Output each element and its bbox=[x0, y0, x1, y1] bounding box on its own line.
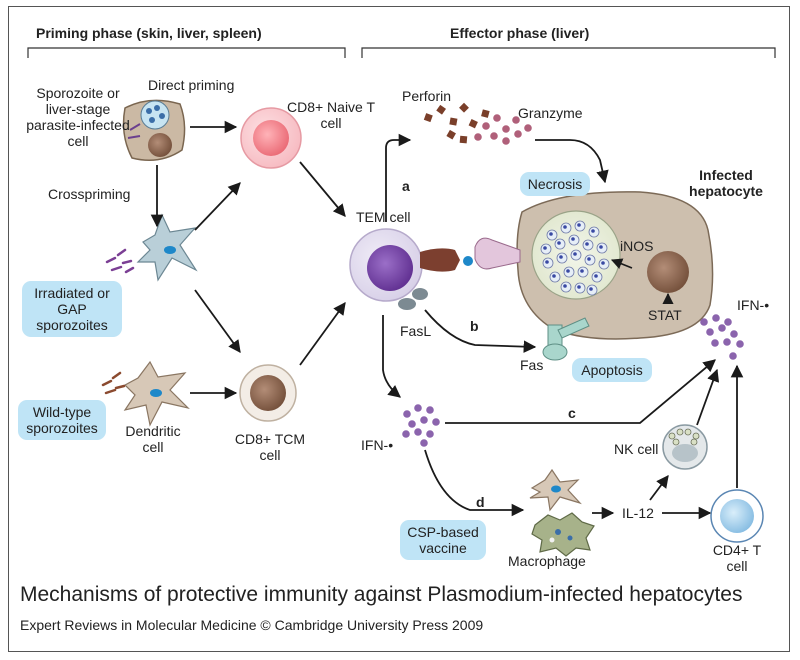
pathway-d-label: d bbox=[476, 494, 485, 510]
effector-phase-title: Effector phase (liver) bbox=[450, 25, 590, 41]
fas-receptor-icon bbox=[542, 317, 590, 361]
crosspriming-label: Crosspriming bbox=[48, 186, 131, 202]
tem-cell-icon bbox=[349, 228, 473, 310]
nk-cell-label: NK cell bbox=[614, 441, 659, 457]
granzyme-label: Granzyme bbox=[518, 105, 583, 121]
cd8-tcm-label: CD8+ TCM cell bbox=[234, 431, 306, 463]
sporozoites-icon-1 bbox=[105, 248, 135, 274]
cd8-naive-t-cell-icon bbox=[240, 107, 302, 169]
csp-vaccine-tag: CSP-based vaccine bbox=[400, 520, 486, 560]
inos-label: iNOS bbox=[620, 238, 654, 254]
tem-cell-label: TEM cell bbox=[356, 209, 411, 225]
wild-type-sporozoites-tag: Wild-type sporozoites bbox=[18, 400, 106, 440]
necrosis-tag: Necrosis bbox=[520, 172, 590, 196]
cd4-t-cell-icon bbox=[710, 489, 764, 543]
infected-cell-icon bbox=[122, 99, 186, 161]
granzyme-granules-icon bbox=[474, 114, 532, 145]
direct-priming-label: Direct priming bbox=[148, 77, 235, 93]
pathway-arrows bbox=[150, 120, 744, 520]
cd8-tcm-cell-icon bbox=[239, 364, 297, 422]
dendritic-cell-label: Dendritic cell bbox=[125, 423, 181, 455]
cd8-naive-label: CD8+ Naive T cell bbox=[286, 99, 376, 131]
ifn-gamma-left-label: IFN-• bbox=[361, 437, 394, 453]
pathway-b-label: b bbox=[470, 318, 479, 334]
apoptosis-tag: Apoptosis bbox=[572, 358, 652, 382]
dendritic-cell-icon bbox=[123, 360, 190, 427]
ifn-gamma-molecules-right bbox=[700, 314, 744, 360]
ifn-gamma-molecules-left bbox=[402, 404, 440, 447]
pathway-c-label: c bbox=[568, 405, 576, 421]
figure-credit: Expert Reviews in Molecular Medicine © C… bbox=[20, 617, 484, 633]
effector-bracket bbox=[361, 47, 776, 58]
il12-label: IL-12 bbox=[622, 505, 654, 521]
crosspriming-dendritic-cell-icon bbox=[136, 213, 198, 282]
fasl-label: FasL bbox=[400, 323, 432, 339]
figure-frame bbox=[8, 6, 790, 652]
effector-dendritic-cell-icon bbox=[529, 468, 582, 512]
stat-label: STAT bbox=[648, 307, 682, 323]
infected-hepatocyte-icon bbox=[474, 191, 714, 340]
sporozoites-icon-2 bbox=[101, 371, 126, 395]
infected-cell-label: Sporozoite or liver-stage parasite-infec… bbox=[26, 85, 130, 149]
pathway-a-label: a bbox=[402, 178, 410, 194]
figure-caption: Mechanisms of protective immunity agains… bbox=[20, 583, 743, 606]
ifn-gamma-right-label: IFN-• bbox=[737, 297, 770, 313]
infected-hepatocyte-label: Infected hepatocyte bbox=[689, 167, 763, 199]
priming-bracket bbox=[27, 47, 346, 58]
irradiated-sporozoites-tag: Irradiated or GAP sporozoites bbox=[22, 281, 122, 337]
cd4-t-cell-label: CD4+ T cell bbox=[712, 542, 762, 574]
macrophage-icon bbox=[531, 512, 595, 557]
nk-cell-icon bbox=[662, 424, 708, 470]
priming-phase-title: Priming phase (skin, liver, spleen) bbox=[36, 25, 262, 41]
fas-label: Fas bbox=[520, 357, 544, 373]
perforin-label: Perforin bbox=[402, 88, 452, 104]
macrophage-label: Macrophage bbox=[508, 553, 586, 569]
